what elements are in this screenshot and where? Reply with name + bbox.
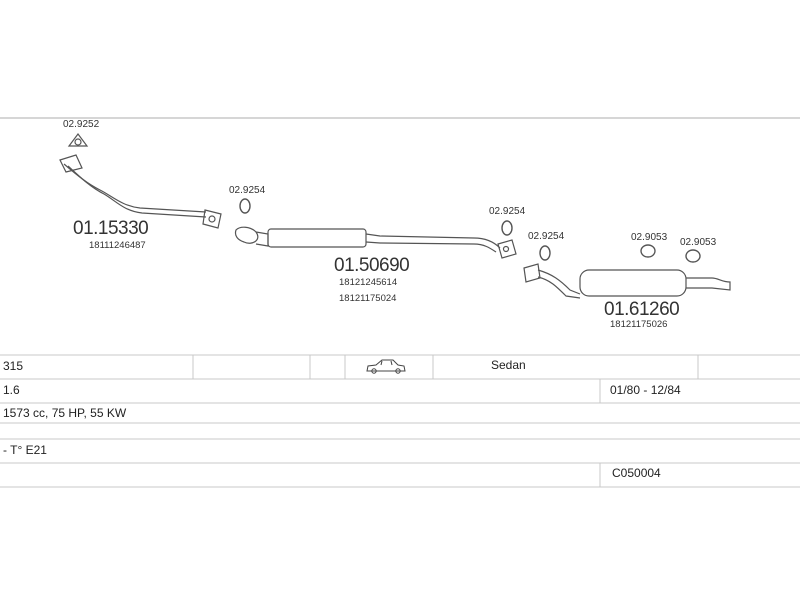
gasket-label: 02.9053 (680, 237, 717, 248)
part-number: 01.61260 (604, 299, 680, 320)
triangle-gasket[interactable] (67, 133, 89, 147)
model-cell: 315 (3, 359, 24, 373)
ring-gasket-3[interactable] (539, 245, 551, 261)
part-number: 01.50690 (334, 255, 410, 276)
code-cell: C050004 (612, 466, 661, 480)
part-ref: 18121175026 (610, 319, 668, 330)
series-cell: - T° E21 (3, 443, 47, 457)
gasket-label: 02.9254 (489, 206, 526, 217)
part-ref: 18121175024 (339, 293, 397, 304)
engine-cell: 1.6 (3, 383, 20, 397)
part-ref: 18111246487 (89, 240, 146, 251)
gasket-label: 02.9254 (229, 185, 266, 196)
part-number: 01.15330 (73, 218, 149, 239)
years-cell: 01/80 - 12/84 (610, 383, 681, 397)
ring-gasket-2[interactable] (501, 220, 513, 236)
ring-gasket-1[interactable] (239, 198, 251, 214)
middle-silencer[interactable] (234, 226, 517, 259)
body-cell: Sedan (491, 358, 526, 372)
gasket-label: 02.9254 (528, 231, 565, 242)
ring-gasket-5[interactable] (685, 249, 701, 263)
gasket-label: 02.9053 (631, 232, 668, 243)
info-table-grid (0, 354, 800, 488)
ring-gasket-4[interactable] (640, 244, 656, 258)
rear-silencer[interactable] (523, 263, 731, 299)
specs-cell: 1573 cc, 75 HP, 55 KW (3, 406, 127, 420)
front-pipe[interactable] (59, 154, 222, 229)
gasket-label: 02.9252 (63, 119, 100, 130)
part-ref: 18121245614 (339, 277, 398, 288)
sedan-car-icon (366, 359, 406, 374)
